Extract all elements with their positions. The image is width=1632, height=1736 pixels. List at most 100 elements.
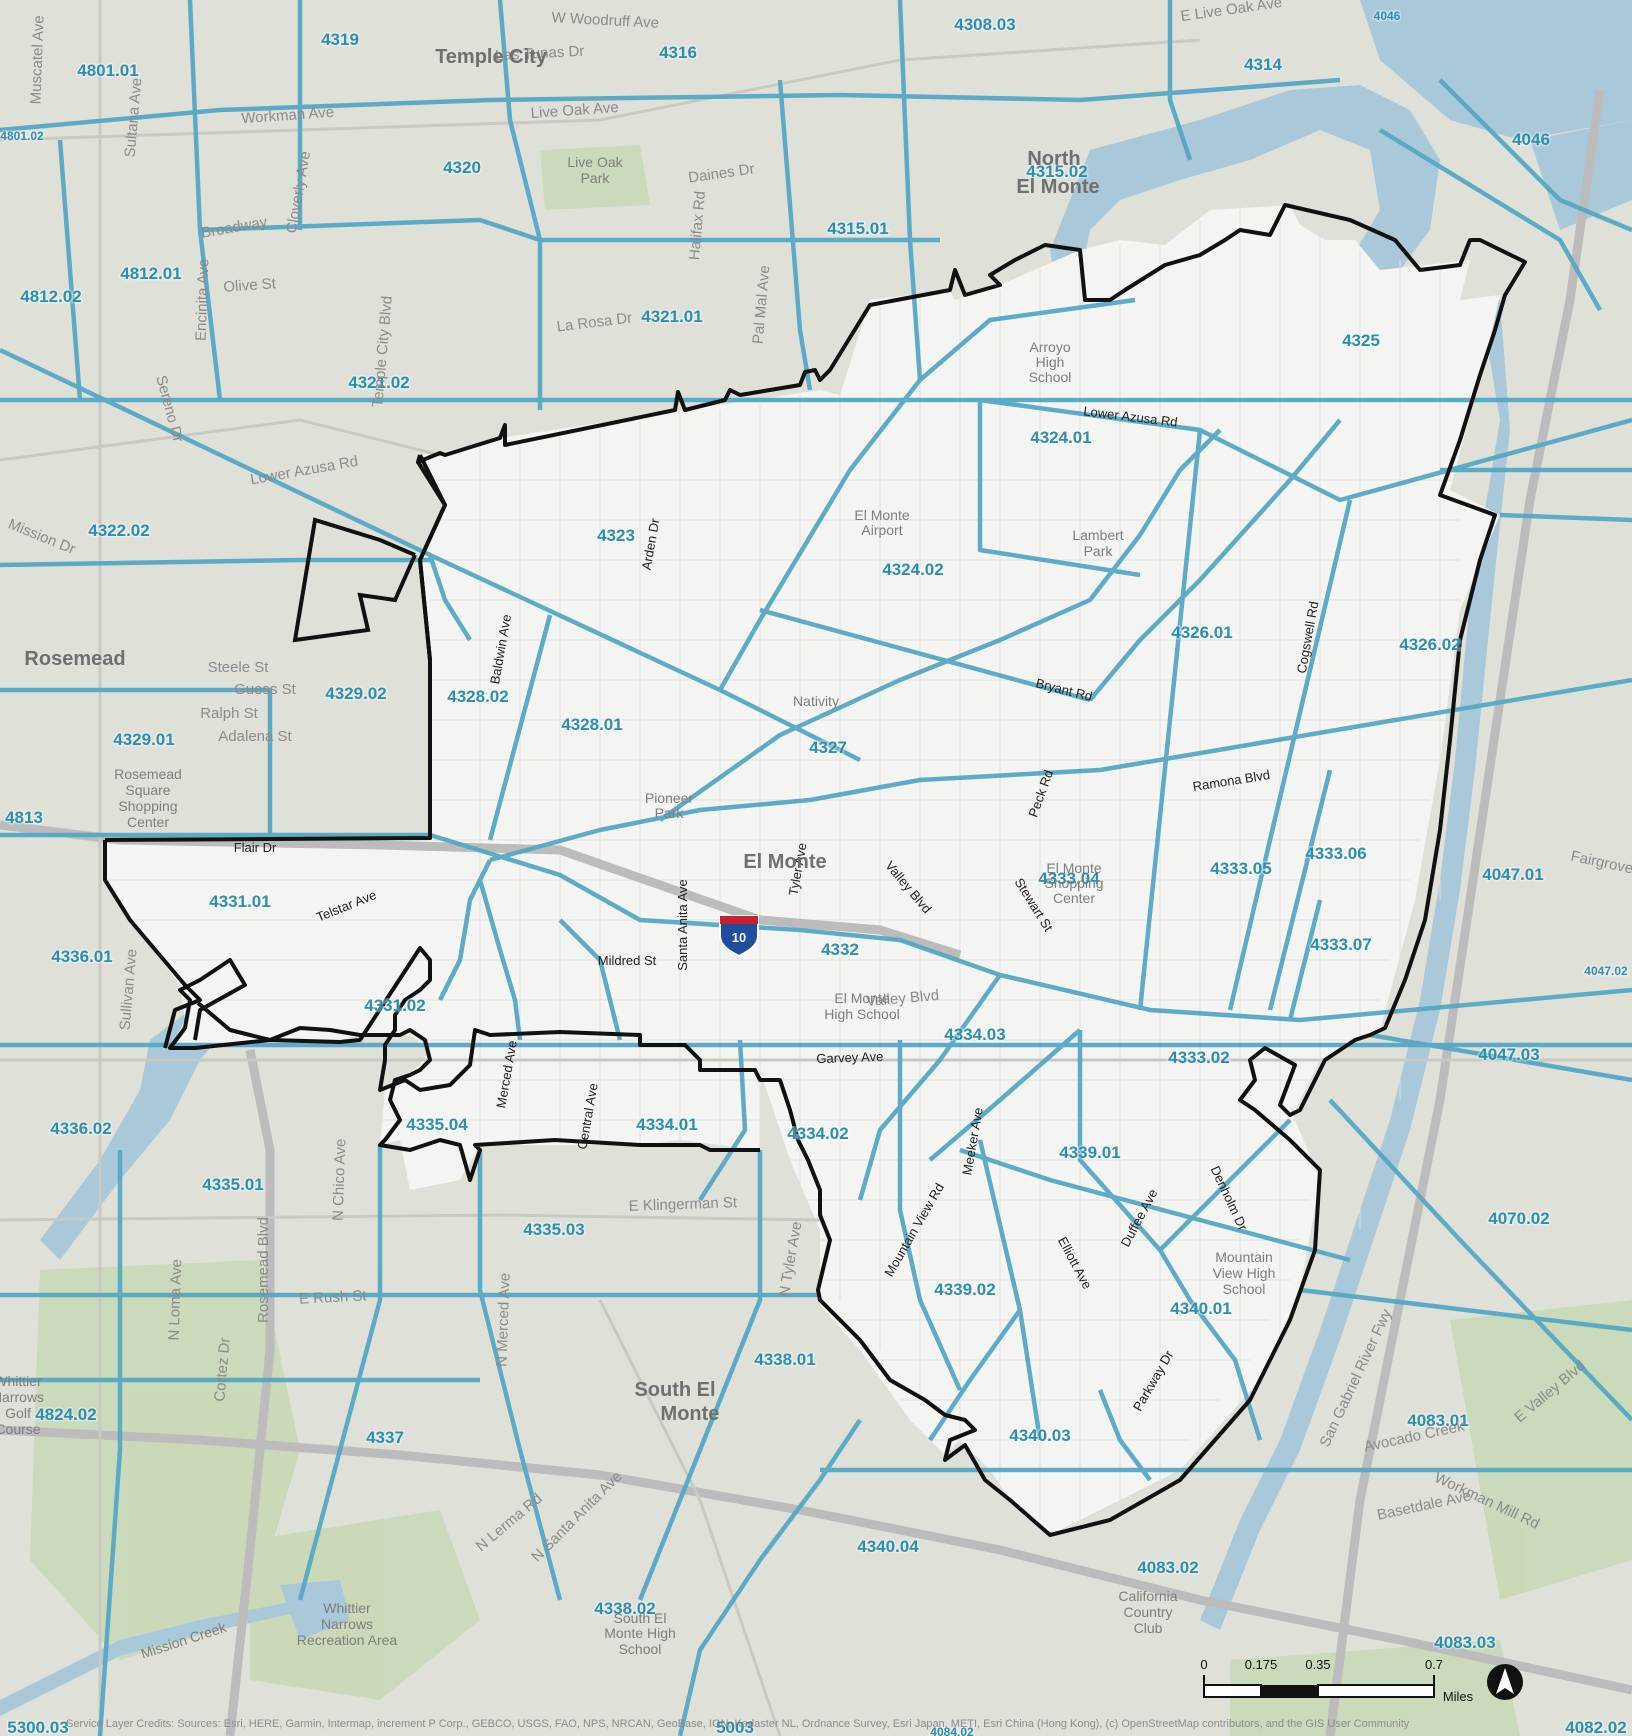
tract-label: 4333.04 bbox=[1038, 869, 1100, 888]
poi-label: View High bbox=[1213, 1265, 1276, 1281]
city-boundary bbox=[168, 203, 1527, 1537]
poi-label: Narrows bbox=[0, 1389, 44, 1405]
poi-label: Park bbox=[655, 805, 685, 821]
street-label: Las Tunas Dr bbox=[495, 43, 585, 65]
tract-label: 4338.01 bbox=[754, 1350, 815, 1369]
shield-route: 10 bbox=[732, 930, 746, 945]
tract-label: 4335.04 bbox=[406, 1115, 468, 1134]
poi-label: Mountain bbox=[1215, 1249, 1273, 1265]
tract-label: 4047.01 bbox=[1482, 865, 1543, 884]
tract-label: 4046 bbox=[1512, 130, 1550, 149]
tract-label: 4335.01 bbox=[202, 1175, 263, 1194]
tract-label: 4340.04 bbox=[857, 1537, 919, 1556]
poi-label: El Monte bbox=[834, 990, 889, 1006]
poi-label: Park bbox=[581, 170, 611, 186]
street-label: Rosemead Blvd bbox=[255, 1217, 272, 1323]
city-fill bbox=[105, 205, 1500, 1535]
poi-label: Center bbox=[1053, 890, 1095, 906]
tract-label: 4324.02 bbox=[882, 560, 943, 579]
place-label: South El bbox=[634, 1379, 715, 1401]
tract-label: 4321.02 bbox=[348, 373, 409, 392]
tract-label: 4084.02 bbox=[930, 1725, 974, 1736]
street-label: Adalena St bbox=[218, 728, 292, 745]
poi-label: Country bbox=[1123, 1604, 1172, 1620]
tract-label: 4335.03 bbox=[523, 1220, 584, 1239]
poi-label: Club bbox=[1134, 1620, 1163, 1636]
street-label: Pal Mal Ave bbox=[750, 265, 774, 345]
tract-label: 4333.05 bbox=[1210, 859, 1271, 878]
tract-label: 5003 bbox=[716, 1718, 754, 1736]
poi-label: School bbox=[1223, 1281, 1266, 1297]
tract-label: 4047.02 bbox=[1584, 964, 1628, 978]
tract-label: 4314 bbox=[1244, 55, 1282, 74]
street-label: N Loma Ave bbox=[166, 1259, 186, 1341]
tract-label: 4323 bbox=[597, 526, 635, 545]
street-label: Flair Dr bbox=[234, 840, 277, 855]
tract-label: 4331.01 bbox=[209, 892, 270, 911]
place-label: Temple City bbox=[435, 46, 548, 68]
poi-label: Course bbox=[0, 1421, 41, 1437]
street-label: E Klingerman St bbox=[628, 1194, 738, 1215]
poi-label: Shopping bbox=[1044, 875, 1103, 891]
tract-label: 4824.02 bbox=[35, 1405, 96, 1424]
tract-label: 4329.02 bbox=[325, 684, 386, 703]
tract-label: 4329.01 bbox=[113, 730, 174, 749]
street-label: Live Oak Ave bbox=[530, 99, 619, 122]
tract-label: 4338.02 bbox=[594, 1599, 655, 1618]
scale-tick-label: 0.35 bbox=[1305, 1657, 1330, 1672]
tract-label: 4812.02 bbox=[20, 287, 81, 306]
tract-label: 4812.01 bbox=[120, 264, 181, 283]
tract-label: 4336.01 bbox=[51, 947, 112, 966]
tract-label: 4337 bbox=[366, 1428, 404, 1447]
poi-label: Center bbox=[127, 814, 169, 830]
tract-label: 4070.02 bbox=[1488, 1209, 1549, 1228]
north-arrow-icon bbox=[1487, 1664, 1523, 1700]
tract-label: 4316 bbox=[659, 43, 697, 62]
service-credits: Service Layer Credits: Sources: Esri, HE… bbox=[66, 1718, 1410, 1730]
scale-tick-label: 0.7 bbox=[1425, 1657, 1443, 1672]
scale-unit-label: Miles bbox=[1443, 1689, 1474, 1704]
tract-label: 4083.01 bbox=[1407, 1411, 1468, 1430]
tract-label: 4801.02 bbox=[0, 129, 44, 143]
poi-label: Live Oak bbox=[567, 154, 623, 170]
street-label: Muscatel Ave bbox=[27, 15, 47, 104]
poi-label: Whittier bbox=[0, 1373, 42, 1389]
street-label: Guess St bbox=[234, 681, 297, 698]
poi-label: Nativity bbox=[793, 693, 839, 709]
tract-label: 4315.02 bbox=[1026, 162, 1087, 181]
street-label: Steele St bbox=[208, 659, 270, 676]
poi-label: Narrows bbox=[321, 1616, 373, 1632]
tract-label: 4334.03 bbox=[944, 1025, 1005, 1044]
poi-label: Shopping bbox=[118, 798, 177, 814]
tract-label: 4319 bbox=[321, 30, 359, 49]
tract-label: 4047.03 bbox=[1478, 1045, 1539, 1064]
street-label: Garvey Ave bbox=[816, 1049, 883, 1066]
place-label: North bbox=[1027, 148, 1080, 170]
tract-label: 4328.02 bbox=[447, 687, 508, 706]
poi-label: High bbox=[1036, 354, 1065, 370]
street-label: Sultana Ave bbox=[122, 77, 146, 158]
tract-label: 5300.03 bbox=[7, 1718, 68, 1736]
tract-label: 4328.01 bbox=[561, 715, 622, 734]
tract-label: 4326.01 bbox=[1171, 623, 1232, 642]
tract-label: 4339.02 bbox=[934, 1280, 995, 1299]
poi-label: Monte High bbox=[604, 1625, 676, 1641]
street-label: Santa Anita Ave bbox=[675, 879, 690, 971]
scale-tick-label: 0.175 bbox=[1245, 1657, 1278, 1672]
tract-label: 4340.03 bbox=[1009, 1426, 1070, 1445]
tract-label: 4308.03 bbox=[954, 15, 1015, 34]
place-label: Rosemead bbox=[24, 648, 125, 670]
poi-label: Arroyo bbox=[1029, 339, 1070, 355]
tract-label: 4315.01 bbox=[827, 219, 888, 238]
street-label: Cortez Dr bbox=[211, 1337, 234, 1402]
tract-label: 4813 bbox=[5, 808, 43, 827]
street-label: Halifax Rd bbox=[686, 190, 709, 260]
poi-label: Square bbox=[125, 782, 170, 798]
tract-label: 4334.01 bbox=[636, 1115, 697, 1134]
street-label: Olive St bbox=[223, 275, 277, 296]
place-label: El Monte bbox=[743, 851, 826, 873]
tract-label: 4333.07 bbox=[1310, 935, 1371, 954]
